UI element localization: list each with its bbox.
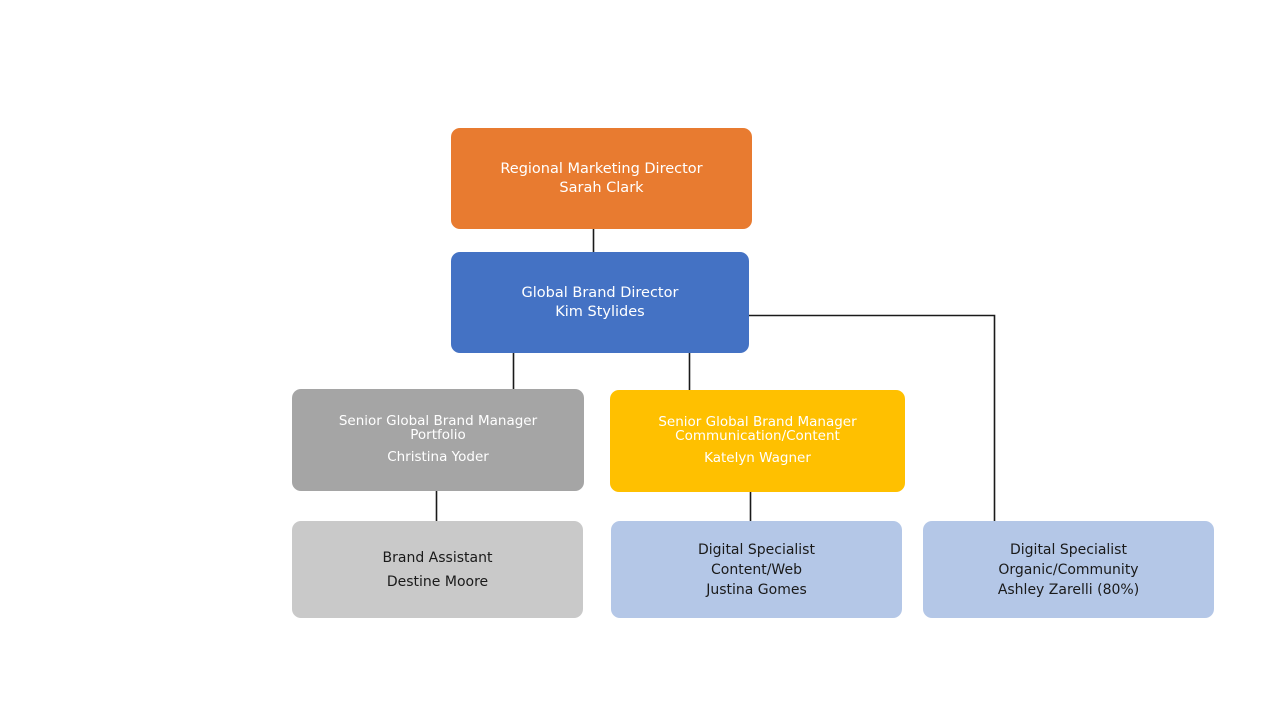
node-global-brand-director[interactable]: Global Brand Director Kim Stylides bbox=[451, 252, 749, 353]
node-title: Senior Global Brand Manager bbox=[658, 414, 857, 431]
node-title: Senior Global Brand Manager bbox=[338, 413, 538, 430]
node-digital-specialist-content-web[interactable]: Digital Specialist Content/Web Justina G… bbox=[611, 521, 902, 618]
node-title: Brand Assistant bbox=[382, 549, 493, 566]
node-subtitle: Content/Web bbox=[711, 561, 802, 578]
node-subtitle: Communication/Content bbox=[675, 427, 840, 444]
node-person-name: Christina Yoder bbox=[387, 449, 489, 466]
node-senior-global-brand-manager-communication[interactable]: Senior Global Brand Manager Communicatio… bbox=[610, 390, 905, 492]
node-title: Regional Marketing Director bbox=[500, 160, 703, 177]
node-title: Global Brand Director bbox=[521, 284, 679, 301]
node-subtitle: Portfolio bbox=[410, 426, 466, 443]
node-subtitle: Organic/Community bbox=[998, 561, 1139, 578]
node-brand-assistant[interactable]: Brand Assistant Destine Moore bbox=[292, 521, 583, 618]
node-person-name: Destine Moore bbox=[386, 573, 489, 590]
node-title: Digital Specialist bbox=[1010, 541, 1127, 558]
node-title: Digital Specialist bbox=[698, 541, 815, 558]
node-regional-marketing-director[interactable]: Regional Marketing Director Sarah Clark bbox=[451, 128, 752, 229]
node-person-name: Kim Stylides bbox=[555, 304, 645, 320]
node-senior-global-brand-manager-portfolio[interactable]: Senior Global Brand Manager Portfolio Ch… bbox=[292, 389, 584, 491]
node-person-name: Katelyn Wagner bbox=[704, 450, 811, 467]
node-digital-specialist-organic-community[interactable]: Digital Specialist Organic/Community Ash… bbox=[923, 521, 1214, 618]
node-person-name: Ashley Zarelli (80%) bbox=[997, 581, 1140, 598]
node-person-name: Sarah Clark bbox=[559, 180, 644, 196]
node-person-name: Justina Gomes bbox=[706, 581, 807, 598]
